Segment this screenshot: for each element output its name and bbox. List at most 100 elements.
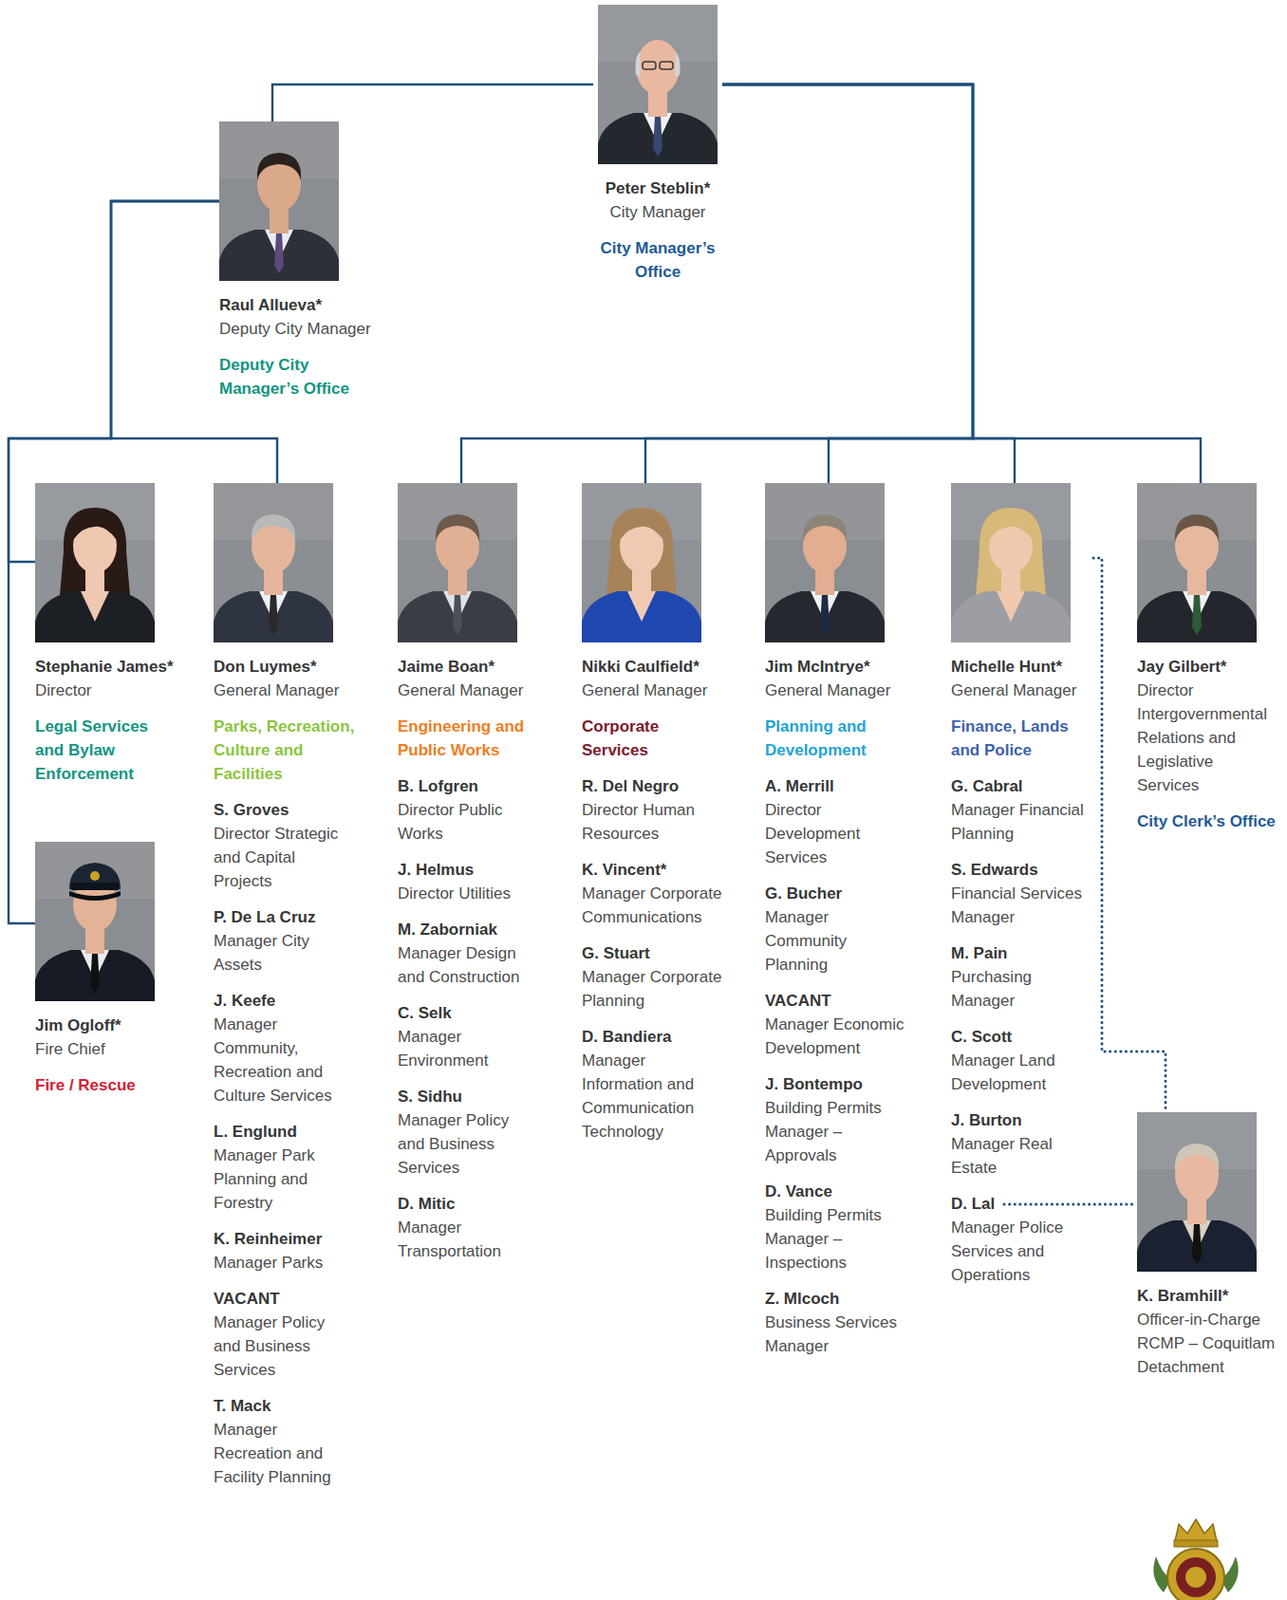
photo-light: [35, 841, 155, 899]
portrait-hair: [251, 514, 296, 542]
staff-role: Business Services Manager: [764, 1310, 908, 1359]
staff-role: Manager Economic Development: [764, 1012, 908, 1061]
photo-background: [35, 841, 155, 1002]
job-title: Director: [35, 678, 178, 703]
staff-name: K. Vincent*: [581, 858, 725, 882]
crest-ring: [1167, 1548, 1225, 1600]
portrait-collar: [627, 591, 656, 622]
person-name: Nikki Caulfield*: [581, 654, 725, 679]
staff-name: G. Stuart: [581, 941, 725, 966]
rcmp-crest: [1142, 1518, 1250, 1600]
portrait-glasses: [659, 61, 673, 70]
department-card: Nikki Caulfield*General ManagerCorporate…: [581, 483, 725, 1144]
director-card: Jay Gilbert*Director Intergovernmental R…: [1137, 483, 1280, 834]
crest-center: [1175, 1557, 1216, 1598]
staff-name: R. Del Negro: [581, 774, 725, 799]
fire-chief-card: Jim Ogloff*Fire ChiefFire / Rescue: [35, 841, 178, 1098]
staff-role: Director Strategic and Capital Projects: [213, 821, 356, 894]
person-name: Jay Gilbert*: [1137, 654, 1280, 679]
staff-name: S. Sidhu: [397, 1084, 541, 1109]
photo-background: [1137, 1112, 1257, 1272]
staff-name: M. Zaborniak: [397, 917, 541, 942]
staff-name: J. Helmus: [397, 858, 541, 882]
city-manager-card: Peter Steblin*City ManagerCity Manager’s…: [593, 4, 723, 284]
portrait-body: [213, 591, 334, 643]
photo-background: [597, 4, 718, 165]
staff-role: Manager Police Services and Operations: [951, 1215, 1094, 1287]
staff-role: Director Development Services: [764, 798, 908, 870]
portrait-photo: [597, 4, 718, 165]
department-name: City Manager’s Office: [593, 236, 723, 284]
job-title: General Manager: [764, 678, 908, 703]
staff-role: Manager Policy and Business Services: [213, 1310, 356, 1382]
person-name: Peter Steblin*: [593, 176, 723, 201]
job-title: City Manager: [593, 200, 723, 224]
staff-name: C. Selk: [397, 1001, 541, 1026]
staff-name: S. Edwards: [951, 858, 1094, 882]
department-name: Parks, Recreation, Culture and Facilitie…: [213, 714, 356, 786]
staff-name: M. Pain: [951, 941, 1094, 966]
photo-background: [397, 483, 518, 643]
staff-name: J. Keefe: [213, 988, 356, 1013]
connector-line: [722, 84, 1201, 484]
portrait-tie: [274, 233, 284, 274]
staff-role: Manager Information and Communication Te…: [581, 1048, 725, 1144]
staff-role: Manager Transportation: [397, 1215, 541, 1264]
staff-role: Manager Design and Construction: [397, 941, 541, 989]
staff-role: Building Permits Manager – Approvals: [764, 1096, 908, 1168]
job-title: General Manager: [397, 678, 541, 703]
portrait-photo: [219, 121, 339, 281]
portrait-body: [35, 591, 155, 643]
photo-background: [581, 483, 702, 643]
portrait-body: [951, 591, 1071, 643]
staff-name: VACANT: [213, 1287, 356, 1311]
staff-name: A. Merrill: [764, 774, 908, 799]
job-title: Director Intergovernmental Relations and…: [1137, 678, 1280, 798]
portrait-body: [35, 950, 155, 1002]
portrait-glasses: [642, 61, 656, 70]
portrait-hair: [988, 517, 1033, 541]
department-name: Planning and Development: [764, 714, 908, 763]
portrait-head: [73, 518, 117, 574]
person-name: Don Luymes*: [213, 654, 356, 679]
job-title: Fire Chief: [35, 1037, 178, 1062]
staff-name: L. Englund: [213, 1119, 356, 1144]
photo-background: [219, 121, 339, 281]
portrait-body: [1137, 1220, 1257, 1272]
staff-role: Manager Recreation and Facility Planning: [213, 1417, 356, 1490]
person-name: Stephanie James*: [35, 654, 178, 679]
portrait-cap-band: [71, 882, 119, 891]
staff-name: J. Bontempo: [764, 1072, 908, 1097]
job-title: Deputy City Manager: [219, 317, 386, 341]
portrait-hair: [1175, 1143, 1219, 1172]
portrait-hair: [73, 517, 117, 541]
photo-background: [1137, 483, 1257, 643]
connector-line: [722, 84, 1015, 484]
staff-role: Manager Real Estate: [951, 1132, 1094, 1180]
deputy-manager-card: Raul Allueva*Deputy City ManagerDeputy C…: [219, 121, 386, 401]
job-title: General Manager: [951, 678, 1094, 703]
portrait-tie: [820, 595, 830, 635]
staff-name: S. Groves: [213, 798, 356, 822]
staff-role: Director Public Works: [397, 798, 541, 846]
department-name: City Clerk’s Office: [1137, 809, 1280, 834]
crest-crown: [1175, 1519, 1217, 1542]
staff-name: P. De La Cruz: [213, 905, 356, 930]
portrait-photo: [35, 841, 155, 1002]
department-name: Finance, Lands and Police: [951, 714, 1094, 763]
portrait-tie: [652, 116, 663, 157]
portrait-hair: [435, 514, 480, 542]
staff-name: VACANT: [764, 988, 908, 1013]
staff-role: Manager Community Planning: [764, 905, 908, 977]
staff-name: D. Bandiera: [581, 1025, 725, 1049]
person-name: Jaime Boan*: [397, 654, 541, 679]
staff-name: D. Lal: [951, 1192, 1094, 1216]
staff-role: Manager Land Development: [951, 1048, 1094, 1097]
portrait-photo: [397, 483, 518, 643]
person-name: Michelle Hunt*: [951, 654, 1094, 679]
portrait-head: [988, 518, 1033, 574]
portrait-body: [764, 591, 885, 643]
staff-role: Manager Financial Planning: [951, 798, 1094, 846]
connector-line: [722, 84, 973, 484]
staff-role: Director Human Resources: [581, 798, 725, 846]
